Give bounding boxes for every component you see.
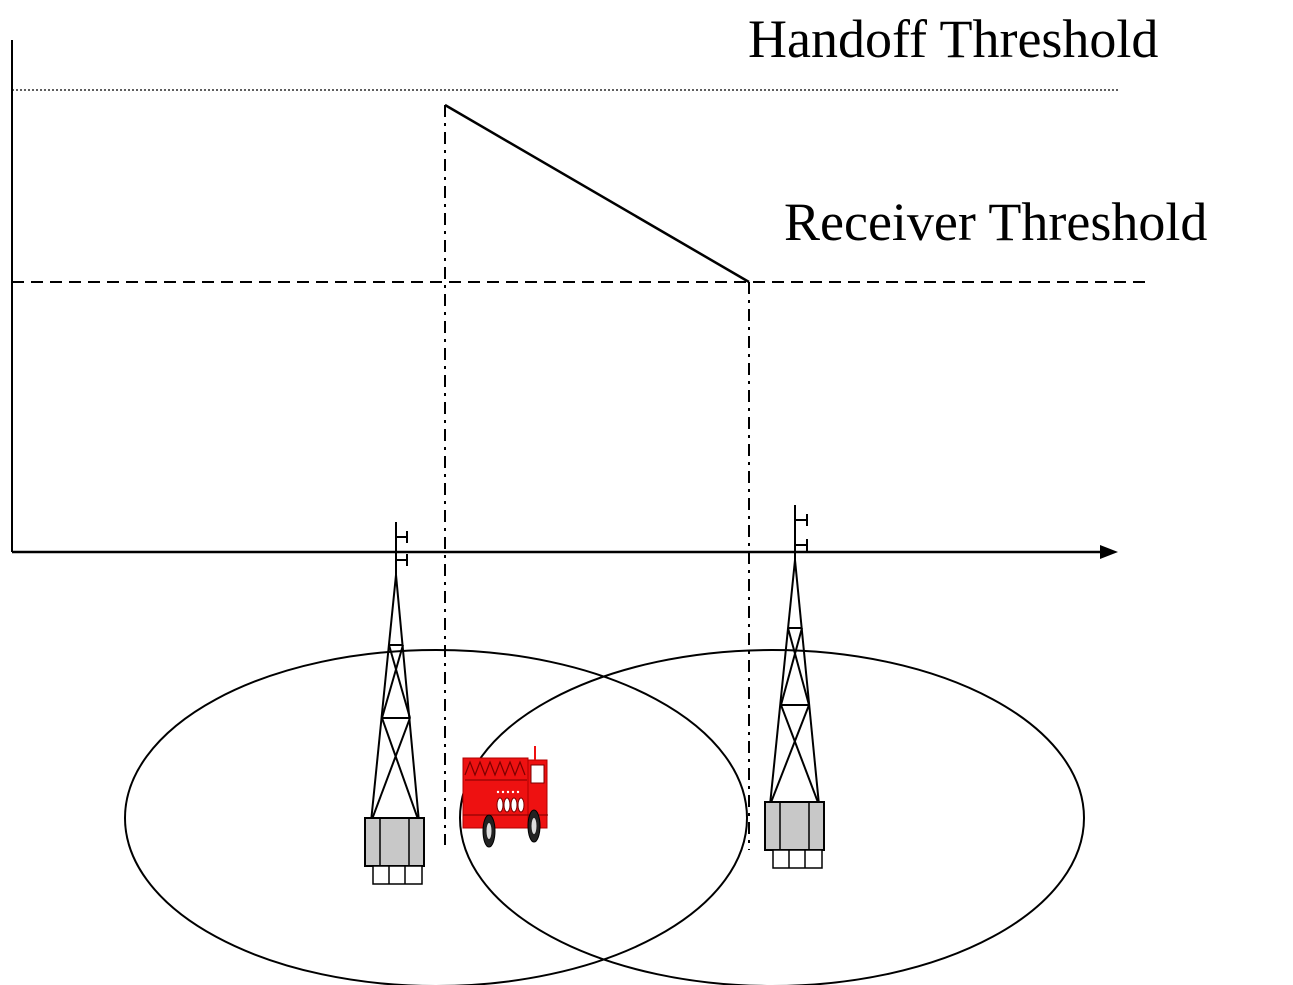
radio-tower-icon <box>364 522 425 885</box>
signal-strength-line <box>444 103 750 284</box>
radio-tower-icon <box>764 505 825 869</box>
right-coverage-cell <box>459 649 1085 985</box>
receiver-threshold-label: Receiver Threshold <box>784 192 1207 252</box>
left-coverage-cell <box>124 649 748 985</box>
x-axis-arrowhead <box>1100 545 1118 559</box>
fire-truck-icon <box>462 746 548 848</box>
handoff-threshold-label: Handoff Threshold <box>748 9 1158 69</box>
